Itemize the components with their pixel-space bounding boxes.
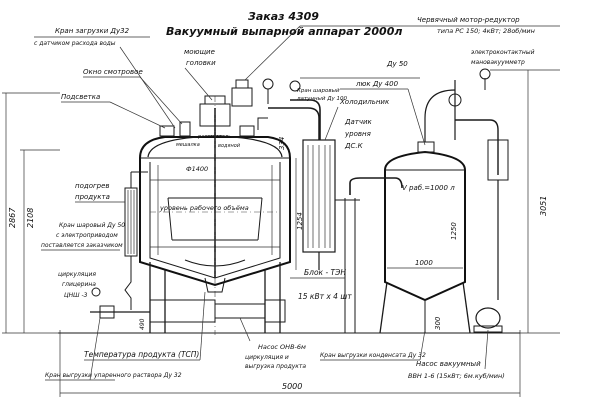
label-du50: Ду 50 [386, 60, 408, 68]
label-load-valve: Кран загрузки Ду32 [55, 27, 130, 35]
label-pump-onv: Насос ОНВ-6м [258, 343, 306, 351]
label-condenser: Холодильник [339, 98, 390, 106]
label-vacuum-pump-spec: ВВН 1-6 (15кВт; 6м.куб/мин) [408, 372, 505, 380]
label-manovacuummeter: мановакуумметр [471, 59, 525, 66]
receiver-tank [349, 141, 471, 334]
stirrer-label: мешалка [176, 142, 200, 148]
label-heater-spec: 15 кВт х 4 шт [298, 292, 352, 301]
dim-1254-label: 1254 [296, 212, 304, 230]
dim-490-label: 490 [139, 318, 146, 330]
label-washing: моющие [184, 48, 215, 56]
label-product-temp: Температура продукта (ТСП) [84, 350, 199, 359]
dim-300-label: 300 [434, 316, 442, 330]
dimension-2108: 2108 [20, 149, 60, 333]
product-heater [124, 171, 148, 310]
dimension-5000: 5000 [59, 330, 521, 397]
label-sensor: Датчик [344, 118, 373, 126]
label-heater-block: Блок - ТЭН [304, 268, 346, 277]
pump-onv [90, 299, 286, 323]
dim-2867-label: 2867 [8, 207, 17, 228]
label-concentrate-outlet: Кран выгрузки упаренного раствора Ду 32 [45, 372, 182, 379]
dim-334-label: 334 [278, 137, 286, 150]
label-flow-sensor: с датчиком расхода воды [34, 40, 116, 47]
label-ball-valve-top-size: латунный Ду 100 [296, 96, 348, 102]
label-gear-motor: Червячный мотор-редуктор [417, 16, 520, 24]
dimension-2867: 2867 [2, 92, 60, 334]
label-heads: головки [186, 59, 216, 67]
condenser [268, 107, 336, 270]
title-line1: Заказ 4309 [248, 10, 319, 23]
label-gear-motor-spec: типа РС 150; 4кВт; 28об/мин [437, 27, 535, 35]
label-circulation: циркуляция [58, 271, 96, 278]
label-pump-onv-unload: выгрузка продукта [245, 363, 306, 370]
label-hatch: люк Ду 400 [355, 80, 399, 88]
vacuum-line [424, 68, 509, 333]
title-line2: Вакуумный выпарной аппарат 2000л [166, 25, 402, 38]
dim-1250-label: 1250 [450, 222, 458, 240]
label-backlight: Подсветка [61, 93, 100, 101]
label-pump-onv-circulation: циркуляция и [245, 354, 289, 361]
receiver-volume-label: V раб.=1000 л [402, 184, 455, 192]
dim-1000-label: 1000 [415, 259, 433, 267]
dim-2108-label: 2108 [26, 208, 35, 228]
label-condensate-outlet: Кран выгрузки конденсата Ду 32 [320, 352, 426, 359]
label-electric-drive: с электроприводом [56, 232, 118, 239]
label-tsnsh3: ЦНШ -3 [64, 292, 88, 299]
label-ds-k: ДС.К [344, 142, 364, 150]
label-electrocontact: электроконтактный [471, 49, 535, 56]
label-heating: подогрев [75, 182, 110, 190]
glycerin-gauge [91, 287, 101, 297]
dim-3051-label: 3051 [539, 196, 548, 216]
water-label: водяной [218, 143, 241, 149]
label-vacuum-pump: Насос вакуумный [416, 360, 481, 368]
label-glycerin: глицерина [62, 281, 96, 288]
main-evaporator-vessel [139, 95, 291, 335]
label-level: уровня [344, 130, 371, 138]
dimension-3051: 3051 [490, 69, 560, 334]
dim-5000-label: 5000 [282, 382, 302, 391]
label-supplied-by-customer: поставляется заказчиком [41, 242, 123, 249]
label-sight-window: Окно смотровое [83, 68, 143, 76]
diameter-label: Ф1400 [186, 165, 208, 173]
label-ball-valve-du50: Кран шаровый Ду 50 [59, 222, 125, 229]
divider-label: рассекатель [197, 134, 231, 140]
gear-motor [231, 78, 321, 140]
working-level-label: уровень рабочего объёма [159, 204, 249, 212]
label-ball-valve-top: Кран шаровый [297, 88, 340, 94]
label-product: продукта [75, 193, 110, 201]
